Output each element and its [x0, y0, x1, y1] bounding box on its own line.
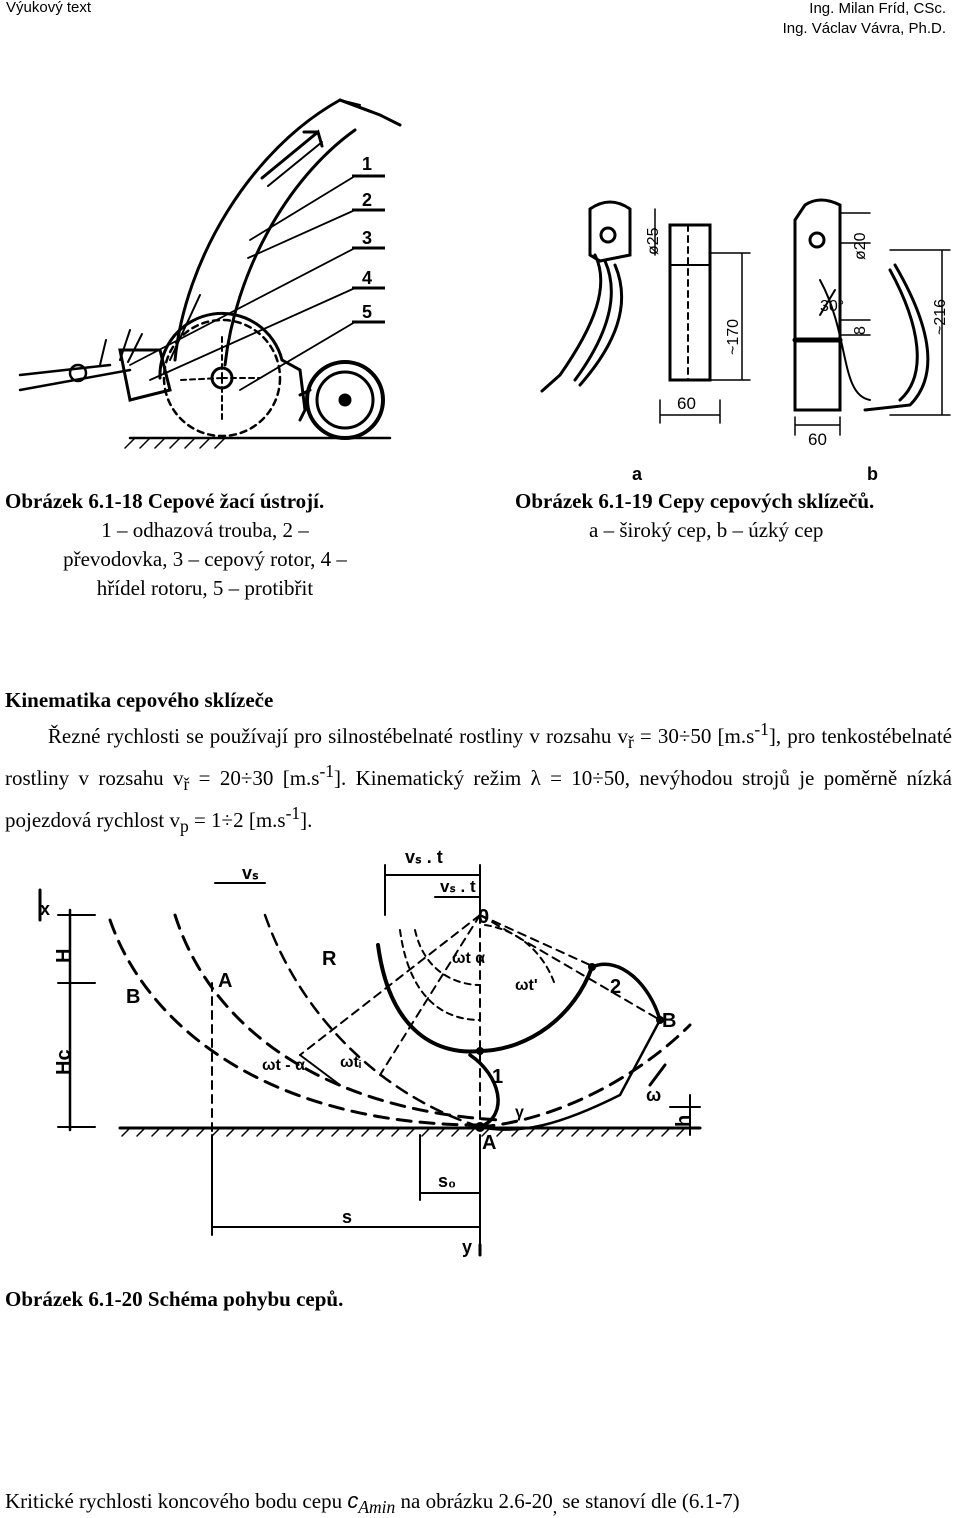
label-B-right: B — [662, 1010, 676, 1032]
label-wt-minus-alpha: ωt - α — [262, 1057, 305, 1074]
label-2: 2 — [610, 976, 621, 998]
caption-title: Obrázek 6.1-19 Cepy cepových sklízečů. — [515, 489, 875, 513]
caption-fig-6-1-20: Obrázek 6.1-20 Schéma pohybu cepů. — [5, 1287, 344, 1311]
label-omega: ω — [646, 1085, 661, 1105]
caption-line: převodovka, 3 – cepový rotor, 4 – — [63, 547, 347, 571]
label-A-lower: A — [482, 1132, 496, 1154]
label-R: R — [322, 948, 337, 970]
section-heading: Kinematika cepového sklízeče — [5, 688, 274, 712]
label-s0: s₀ — [438, 1171, 456, 1191]
dim-216: ~216 — [932, 299, 949, 335]
figure-flail-motion-scheme: vₛ . t vₛ . t vₛ x 0 H Hc A B R ωt α ωt'… — [38, 847, 702, 1257]
label-y: y — [462, 1237, 472, 1257]
label-Hc: Hc — [53, 1049, 75, 1075]
figure-flail-mower: 1 2 3 4 5 — [18, 98, 402, 449]
header-authors: Ing. Milan Fríd, CSc. Ing. Václav Vávra,… — [783, 0, 946, 39]
caption-fig-6-1-18: Obrázek 6.1-18 Cepové žací ústrojí. 1 – … — [5, 487, 425, 603]
dim-d25: ø25 — [645, 227, 662, 255]
dim-30: 30° — [820, 298, 844, 315]
header-author-1: Ing. Milan Fríd, CSc. — [809, 0, 946, 17]
fig1-label-5: 5 — [362, 302, 372, 322]
dim-170: ~170 — [725, 319, 742, 355]
flail-label-a: a — [632, 464, 643, 484]
fig1-label-1: 1 — [362, 154, 372, 174]
label-h: h — [673, 1115, 695, 1127]
label-vs-t-top: vₛ . t — [405, 847, 443, 867]
caption-line: hřídel rotoru, 5 – protibřit — [96, 576, 314, 600]
label-vs: vₛ — [242, 863, 259, 883]
label-vs-t-inner: vₛ . t — [440, 877, 476, 896]
label-zero: 0 — [478, 906, 489, 928]
label-s: s — [342, 1207, 352, 1227]
caption-line: a – široký cep, b – úzký cep — [589, 518, 824, 542]
flail-label-b: b — [867, 464, 878, 484]
fig1-label-4: 4 — [362, 268, 372, 288]
header-author-2: Ing. Václav Vávra, Ph.D. — [782, 20, 946, 37]
fig1-label-3: 3 — [362, 228, 372, 248]
caption-line: 1 – odhazová trouba, 2 – — [101, 518, 309, 542]
dim-8: 8 — [852, 326, 869, 335]
label-wt-prime: ωt' — [515, 977, 538, 994]
label-1: 1 — [492, 1066, 503, 1088]
figure-flails: ø25 ~170 60 ø20 30° 8 ~216 60 a b — [540, 198, 951, 484]
kinematics-section: Kinematika cepového sklízeče Řezné rychl… — [5, 686, 952, 842]
label-H: H — [53, 949, 75, 963]
label-x: x — [40, 899, 50, 919]
fig1-label-2: 2 — [362, 190, 372, 210]
label-B-left: B — [126, 986, 140, 1008]
dim-d20: ø20 — [852, 232, 869, 260]
caption-fig-6-1-19: Obrázek 6.1-19 Cepy cepových sklízečů. a… — [515, 487, 945, 545]
section-paragraph: Řezné rychlosti se používají pro silnost… — [5, 719, 953, 837]
label-gamma: γ — [515, 1104, 524, 1121]
dim-60a: 60 — [677, 394, 696, 413]
dim-60b: 60 — [808, 430, 827, 449]
header-left: Výukový text — [6, 0, 92, 16]
label-wt-alpha: ωt α — [452, 950, 485, 967]
label-A-upper: A — [218, 970, 232, 992]
caption-title: Obrázek 6.1-18 Cepové žací ústrojí. — [5, 489, 325, 513]
label-wt-i: ωtᵢ — [340, 1054, 361, 1071]
footer-sentence: Kritické rychlosti koncového bodu cepu c… — [5, 1488, 740, 1518]
